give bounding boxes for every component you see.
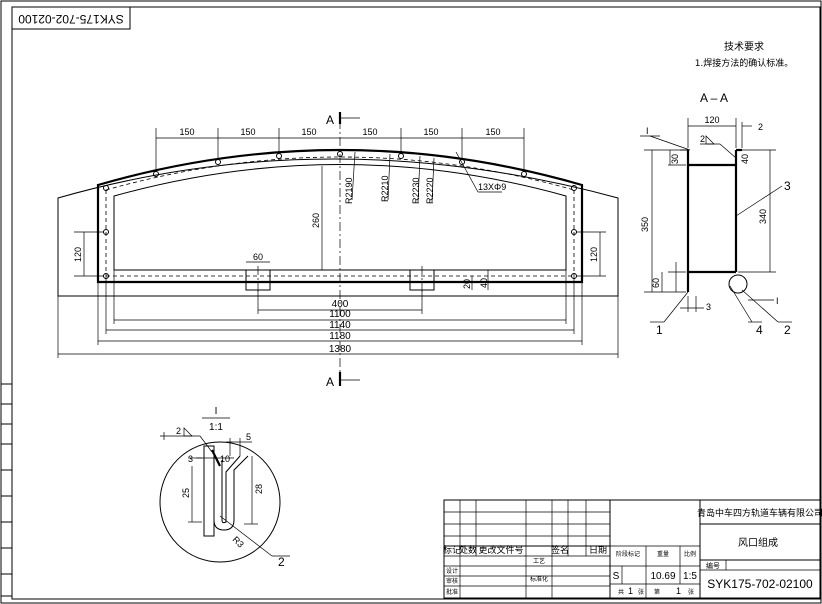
sec-inner-40: 40 (740, 154, 750, 164)
radius-label-2: R2210 (380, 175, 390, 202)
height-120-left: 120 (73, 247, 83, 262)
lbl-page: 第 (654, 588, 660, 596)
section-mark-bottom: A (326, 375, 334, 389)
width-1100: 1100 (329, 309, 351, 320)
detail-scale: 1:1 (209, 422, 223, 433)
height-40: 40 (479, 278, 489, 288)
sec-height-350: 350 (640, 217, 650, 232)
lbl-sheet-unit: 张 (638, 588, 644, 596)
part-name: 风口组成 (738, 536, 778, 549)
lbl-standard: 标准化 (530, 575, 548, 583)
title-block: 标记 处数 更改文件号 签名 日期 设计 审核 工艺 标准化 批准 阶段标记 重… (443, 499, 822, 599)
sec-balloon-1: 1 (656, 323, 663, 337)
detail-radius: R3 (231, 534, 246, 549)
sec-inner-30: 30 (670, 154, 680, 164)
sec-weld-2: 2 (700, 134, 705, 144)
company-name: 青岛中车四方轨道车辆有限公司 (697, 507, 822, 519)
detail-d28: 28 (254, 484, 264, 494)
pitch-label-2: 150 (240, 127, 255, 137)
inner-border (11, 6, 821, 600)
detail-d3: 3 (188, 454, 193, 464)
lbl-page-unit: 张 (688, 588, 694, 596)
detail-view: I 1:1 5 3 10 25 28 R3 2 (159, 406, 290, 569)
width-1380: 1380 (329, 344, 352, 355)
width-60: 60 (253, 252, 263, 262)
sec-bottom-60: 60 (651, 278, 661, 288)
sec-detail-label: I (776, 296, 779, 306)
section-view: A – A 120 (640, 91, 792, 337)
weight-value: 10.69 (650, 571, 675, 582)
detail-label: I (215, 406, 218, 417)
lbl-process: 工艺 (533, 557, 545, 565)
lbl-design: 设计 (446, 567, 458, 575)
width-1140: 1140 (329, 320, 351, 331)
holes-callout: 13XΦ9 (478, 182, 506, 192)
hdr-docno: 更改文件号 (478, 544, 523, 556)
lbl-stage: 阶段标记 (616, 550, 640, 558)
sheet-total: 1 (628, 586, 633, 596)
hdr-sign: 签名 (551, 544, 569, 556)
pitch-label-6: 150 (485, 127, 500, 137)
section-label: A – A (700, 91, 728, 105)
sec-gap-3: 3 (706, 302, 711, 312)
left-margin-strip (0, 383, 13, 597)
detail-balloon-2: 2 (278, 555, 285, 569)
height-260: 260 (311, 213, 321, 228)
sec-height-340: 340 (758, 209, 768, 224)
lbl-sheet: 共 (618, 588, 624, 596)
sheet-no: 1 (676, 586, 681, 596)
lbl-check: 审核 (446, 577, 458, 585)
pitch-label-5: 150 (423, 127, 438, 137)
sec-balloon-4: 4 (756, 323, 763, 337)
height-20: 20 (462, 279, 472, 289)
lbl-code: 编号 (706, 561, 720, 570)
lbl-weight: 重量 (657, 550, 669, 558)
lbl-approve: 批准 (446, 588, 458, 596)
rotated-drawing-number: SYK175-702-02100 (18, 12, 124, 26)
tech-title: 技术要求 (724, 40, 764, 53)
height-120-right: 120 (589, 247, 599, 262)
pitch-label-1: 150 (179, 127, 194, 137)
sec-width-120: 120 (704, 115, 719, 125)
drawing-number: SYK175-702-02100 (707, 577, 813, 591)
lbl-scale: 比例 (684, 550, 696, 558)
hdr-count: 处数 (459, 544, 477, 556)
radius-label-1: R2190 (344, 177, 354, 204)
radius-label-3: R2230 (411, 177, 421, 204)
front-view: 150 150 150 150 150 150 A A R2190 R2210 … (57, 112, 619, 389)
rotated-number-box: SYK175-702-02100 (11, 6, 131, 30)
section-mark-top: A (326, 113, 334, 127)
sec-balloon-2: 2 (784, 323, 791, 337)
hdr-mark: 标记 (443, 544, 461, 556)
sec-gap-2: 2 (758, 122, 763, 132)
detail-d10: 10 (220, 454, 230, 464)
width-400: 400 (332, 299, 349, 310)
scale-value: 1:5 (683, 571, 697, 582)
hdr-date: 日期 (589, 545, 607, 556)
tech-requirements: 技术要求 1.焊接方法的确认标准。 (695, 40, 794, 69)
sec-balloon-3: 3 (784, 179, 791, 193)
pitch-label-3: 150 (301, 127, 316, 137)
detail-weld-2: 2 (176, 426, 181, 436)
material-code: S (613, 571, 620, 582)
radius-label-4: R2220 (425, 177, 435, 204)
sec-balloon-i: I (646, 126, 649, 136)
tech-item-1: 1.焊接方法的确认标准。 (695, 57, 794, 69)
pitch-label-4: 150 (362, 127, 377, 137)
detail-d5: 5 (246, 432, 251, 442)
width-1180: 1180 (329, 331, 351, 342)
detail-d25: 25 (181, 488, 191, 498)
